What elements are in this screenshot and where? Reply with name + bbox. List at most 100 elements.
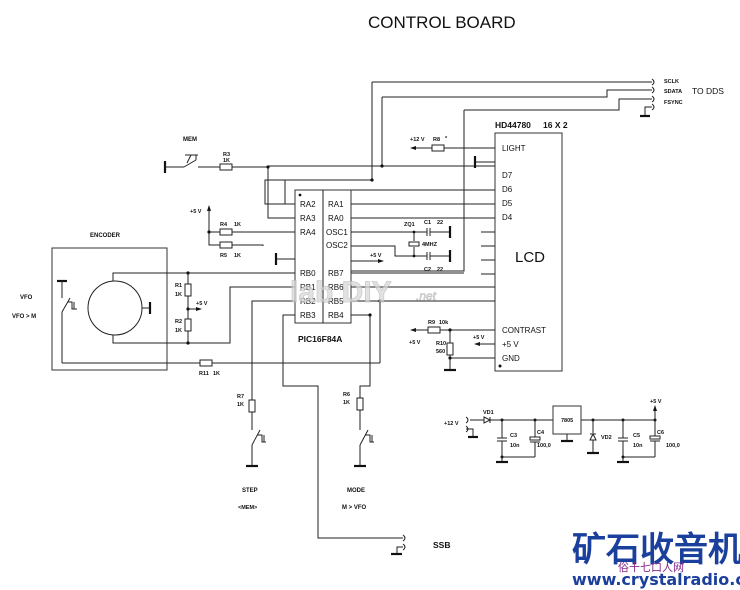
svg-text:+5 V: +5 V: [370, 253, 382, 259]
svg-text:RA4: RA4: [300, 228, 316, 237]
contrast-circuit: +5 V R9 10k R10 560 +5 V: [409, 320, 495, 372]
svg-text:10n: 10n: [633, 443, 643, 449]
svg-text:1K: 1K: [234, 253, 241, 259]
power-supply: +12 V VD1 C3 10n C4 100,0 7805: [444, 399, 680, 464]
svg-text:RB0: RB0: [300, 269, 316, 278]
backlight-circuit: +12 V R8 *: [410, 136, 495, 152]
page-title: CONTROL BOARD: [368, 13, 516, 32]
svg-text:R1: R1: [175, 283, 182, 289]
svg-text:C6: C6: [657, 430, 664, 436]
svg-text:10k: 10k: [439, 320, 449, 326]
mode-label: MODE: [347, 488, 365, 494]
svg-text:OSC2: OSC2: [326, 241, 348, 250]
svg-text:1K: 1K: [213, 371, 220, 377]
crystalradio-logo: 矿石收音机 俗十七口人网 www.crystalradio.cn: [572, 530, 740, 589]
svg-text:RB1: RB1: [300, 283, 316, 292]
svg-text:RB2: RB2: [300, 297, 316, 306]
svg-text:R2: R2: [175, 319, 182, 325]
svg-text:VD2: VD2: [601, 435, 612, 441]
svg-text:C1: C1: [424, 220, 431, 226]
dds-label: TO DDS: [692, 86, 724, 96]
mode-sublabel: M > VFO: [342, 505, 367, 511]
svg-text:+12 V: +12 V: [444, 421, 459, 427]
pic-name: PIC16F84A: [298, 334, 342, 344]
lcd-model: HD44780: [495, 120, 531, 130]
step-sublabel: <MEM>: [238, 505, 257, 511]
lcd-pin-d5: D5: [502, 199, 513, 208]
svg-text:*: *: [445, 136, 448, 142]
wire-ssb: [282, 314, 403, 539]
svg-text:RA0: RA0: [328, 214, 344, 223]
r11: R11 1K: [199, 359, 380, 377]
lcd-size: 16 X 2: [543, 120, 568, 130]
svg-text:+5 V: +5 V: [190, 209, 202, 215]
svg-text:7805: 7805: [561, 418, 573, 424]
svg-text:RA3: RA3: [300, 214, 316, 223]
svg-text:R11: R11: [199, 371, 209, 377]
logo-chinese: 矿石收音机: [572, 530, 740, 570]
svg-text:1K: 1K: [343, 400, 350, 406]
svg-text:1K: 1K: [223, 158, 230, 164]
pin-sclk: SCLK: [664, 79, 679, 85]
svg-text:+5 V: +5 V: [196, 301, 208, 307]
logo-url: www.crystalradio.cn: [572, 570, 740, 589]
svg-text:ENCODER: ENCODER: [90, 233, 121, 239]
encoder-pullups: +5 V R1 1K R2 1K: [112, 271, 295, 345]
svg-text:10n: 10n: [510, 443, 520, 449]
svg-text:100,0: 100,0: [666, 443, 680, 449]
watermark: lab DIY .net: [290, 276, 437, 310]
svg-text:RA2: RA2: [300, 200, 316, 209]
svg-text:C3: C3: [510, 433, 517, 439]
svg-text:R6: R6: [343, 392, 350, 398]
lcd-pin-gnd: GND: [502, 354, 520, 363]
svg-text:C4: C4: [537, 430, 545, 436]
lcd-pin-light: LIGHT: [502, 144, 526, 153]
mem-switch: MEM R3 1K: [163, 137, 270, 173]
svg-text:R9: R9: [428, 320, 435, 326]
svg-text:RB4: RB4: [328, 311, 344, 320]
svg-text:1K: 1K: [234, 222, 241, 228]
svg-text:VFO: VFO: [20, 295, 33, 301]
mode-button[interactable]: R6 1K MODE M > VFO: [342, 392, 374, 511]
svg-text:C2: C2: [424, 267, 431, 273]
svg-text:RA1: RA1: [328, 200, 344, 209]
wire-sclk: [284, 82, 373, 205]
svg-text:1K: 1K: [175, 292, 182, 298]
svg-text:RB6: RB6: [328, 283, 344, 292]
wire-sdata: [381, 97, 495, 167]
svg-text:22: 22: [437, 220, 443, 226]
lcd-pin-d4: D4: [502, 213, 513, 222]
svg-text:R7: R7: [237, 394, 244, 400]
step-button[interactable]: R7 1K STEP <MEM>: [237, 394, 266, 511]
svg-text:+5 V: +5 V: [650, 399, 662, 405]
wire-fsync: [345, 110, 465, 272]
svg-text:22: 22: [437, 267, 443, 273]
ssb-label: SSB: [433, 540, 450, 550]
svg-text:lab DIY: lab DIY: [290, 276, 392, 309]
lcd-label: LCD: [515, 249, 545, 266]
pin-sdata: SDATA: [664, 89, 682, 95]
svg-text:560: 560: [436, 349, 445, 355]
svg-text:+5 V: +5 V: [473, 335, 485, 341]
svg-text:VD1: VD1: [483, 410, 494, 416]
svg-text:RB3: RB3: [300, 311, 316, 320]
pin-fsync: FSYNC: [664, 100, 683, 106]
logo-sub: 俗十七口人网: [618, 560, 684, 574]
svg-text:R10: R10: [436, 341, 446, 347]
pic-chip: RA2 RA3 RA4 RB0 RB1 RB2 RB3 RA1 RA0 OSC1…: [274, 189, 384, 344]
ra4-pullups: +5 V R4 1K R5 1K: [190, 205, 295, 259]
dds-connector: SCLK SDATA FSYNC TO DDS: [284, 78, 724, 272]
svg-text:+5 V: +5 V: [409, 340, 421, 346]
svg-text:1K: 1K: [237, 402, 244, 408]
svg-text:OSC1: OSC1: [326, 228, 348, 237]
svg-text:1K: 1K: [175, 328, 182, 334]
svg-text:R4: R4: [220, 222, 228, 228]
svg-text:RB7: RB7: [328, 269, 344, 278]
encoder: ENCODER VFO VFO > M: [12, 233, 200, 371]
svg-text:R8: R8: [433, 137, 440, 143]
ssb-connector: SSB: [391, 534, 450, 556]
svg-text:R3: R3: [223, 152, 230, 158]
lcd-pin-d7: D7: [502, 171, 513, 180]
lcd-pin-d6: D6: [502, 185, 513, 194]
